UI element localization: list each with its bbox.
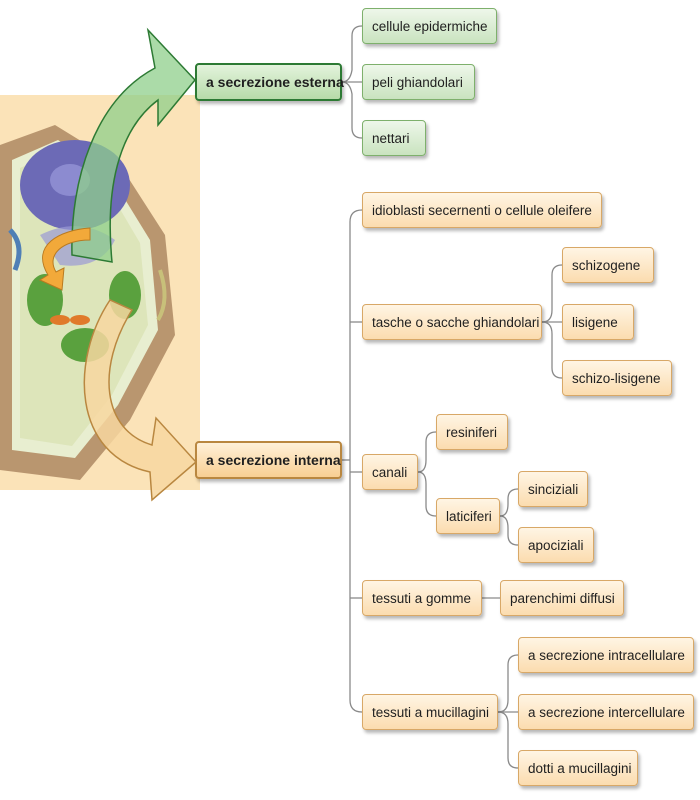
node-resiniferi: resiniferi: [436, 414, 508, 450]
external-arrow-icon: [71, 27, 196, 263]
node-lisigene: lisigene: [562, 304, 634, 340]
node-dotti-mucillagini: dotti a mucillagini: [518, 750, 638, 786]
node-nettari: nettari: [362, 120, 426, 156]
node-sinciziali: sinciziali: [518, 471, 588, 507]
node-peli-ghiandolari: peli ghiandolari: [362, 64, 475, 100]
node-apociziali: apociziali: [518, 527, 594, 563]
node-tasche: tasche o sacche ghiandolari: [362, 304, 542, 340]
node-internal-secretion: a secrezione interna: [195, 441, 342, 479]
node-canali: canali: [362, 454, 418, 490]
small-orange-arrow-icon: [38, 227, 91, 291]
node-tessuti-mucillagini: tessuti a mucillagini: [362, 694, 498, 730]
node-tessuti-gomme: tessuti a gomme: [362, 580, 482, 616]
internal-arrow-icon: [83, 299, 198, 502]
chloroplast-icon: [27, 274, 63, 326]
node-intercellulare: a secrezione intercellulare: [518, 694, 694, 730]
node-parenchimi-diffusi: parenchimi diffusi: [500, 580, 624, 616]
node-schizo-lisigene: schizo-lisigene: [562, 360, 672, 396]
node-laticiferi: laticiferi: [436, 498, 500, 534]
node-schizogene: schizogene: [562, 247, 654, 283]
node-cellule-epidermiche: cellule epidermiche: [362, 8, 497, 44]
node-idioblasti: idioblasti secernenti o cellule oleifere: [362, 192, 602, 228]
node-external-secretion: a secrezione esterna: [195, 63, 344, 101]
node-intracellulare: a secrezione intracellulare: [518, 637, 694, 673]
